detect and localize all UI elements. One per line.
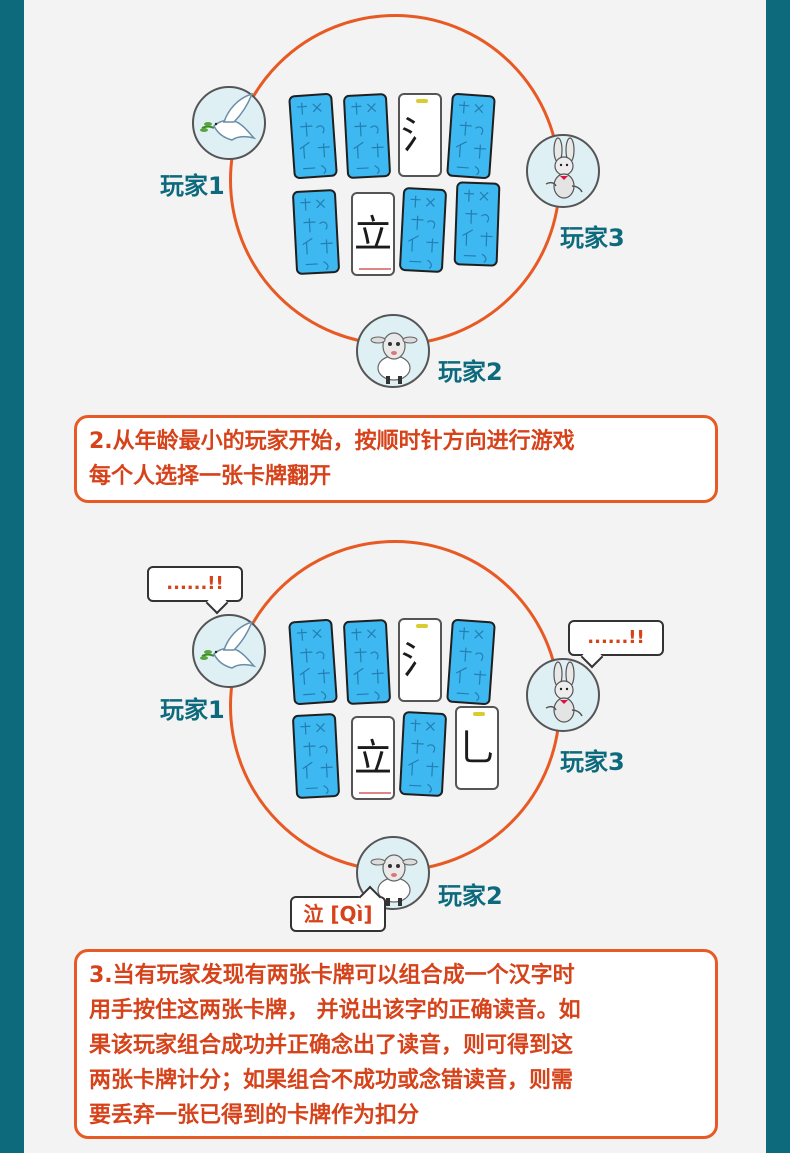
rabbit-icon [545,661,583,723]
player-1-speech-bubble: ......!! [147,566,243,615]
card-back[interactable] [291,712,341,800]
player-1-label: 玩家1 [160,696,225,724]
card-footer-mark [359,268,391,270]
table-circle [229,540,561,872]
sheep-icon [370,854,418,906]
player-2-speech-bubble: 泣 [Qì] [290,885,386,932]
player-3-label: 玩家3 [560,224,625,252]
step-2-line-1: 2.从年龄最小的玩家开始，按顺时针方向进行游戏 [89,429,575,454]
card-back[interactable] [446,92,496,180]
card-back[interactable] [398,710,448,798]
bubble-tail [205,591,229,615]
card-back[interactable] [398,186,448,274]
player-3-speech-bubble: ......!! [568,620,664,669]
player-3-speech: ......!! [587,627,645,648]
player-3-avatar [526,134,600,208]
card-back[interactable] [288,618,338,706]
card-character: 氵 [400,113,439,157]
player-2-label: 玩家2 [438,882,503,910]
card-face[interactable]: 乚 [455,706,499,790]
card-face[interactable]: 立 [351,716,395,800]
card-back[interactable] [342,92,392,180]
card-face[interactable]: 立 [351,192,395,276]
scene-step-2: 氵 立 玩家1 玩家3 [0,0,790,400]
player-1-avatar [192,614,266,688]
table-circle [229,14,561,346]
card-back[interactable] [288,92,338,180]
player-2-speech: 泣 [Qì] [303,902,373,926]
player-1-speech: ......!! [166,573,224,594]
card-character: 立 [353,736,392,780]
step-3-line-2: 用手按住这两张卡牌， 并说出该字的正确读音。如 [89,998,581,1023]
card-footer-mark [359,792,391,794]
step-3-line-5: 要丢弃一张已得到的卡牌作为扣分 [89,1103,420,1128]
step-2-line-2: 每个人选择一张卡牌翻开 [89,464,332,489]
card-mark [473,712,485,716]
player-2-label: 玩家2 [438,358,503,386]
sheep-icon [370,332,418,384]
player-2-avatar [356,314,430,388]
dove-icon [200,92,257,141]
scene-step-3: 氵 立 乚 ......!! 玩家1 ......!! [0,530,790,940]
player-1-label: 玩家1 [160,172,225,200]
dove-icon [200,620,257,669]
card-character: 立 [353,212,392,256]
player-1-avatar [192,86,266,160]
card-face[interactable]: 氵 [398,93,442,177]
card-face[interactable]: 氵 [398,618,442,702]
step-3-line-4: 两张卡牌计分；如果组合不成功或念错读音，则需 [89,1068,574,1093]
player-3-avatar [526,658,600,732]
card-mark [416,99,428,103]
player-3-label: 玩家3 [560,748,625,776]
card-character: 氵 [400,638,439,682]
card-back[interactable] [446,618,496,706]
card-back[interactable] [291,188,341,276]
card-back[interactable] [453,181,501,267]
card-back[interactable] [342,618,392,706]
step-3-instruction: 3.当有玩家发现有两张卡牌可以组合成一个汉字时 用手按住这两张卡牌， 并说出该字… [74,949,718,1139]
step-3-line-1: 3.当有玩家发现有两张卡牌可以组合成一个汉字时 [89,963,575,988]
step-2-instruction: 2.从年龄最小的玩家开始，按顺时针方向进行游戏 每个人选择一张卡牌翻开 [74,415,718,503]
step-3-line-3: 果该玩家组合成功并正确念出了读音，则可得到这 [89,1033,574,1058]
card-mark [416,624,428,628]
rabbit-icon [545,137,583,199]
card-character: 乚 [457,726,496,770]
